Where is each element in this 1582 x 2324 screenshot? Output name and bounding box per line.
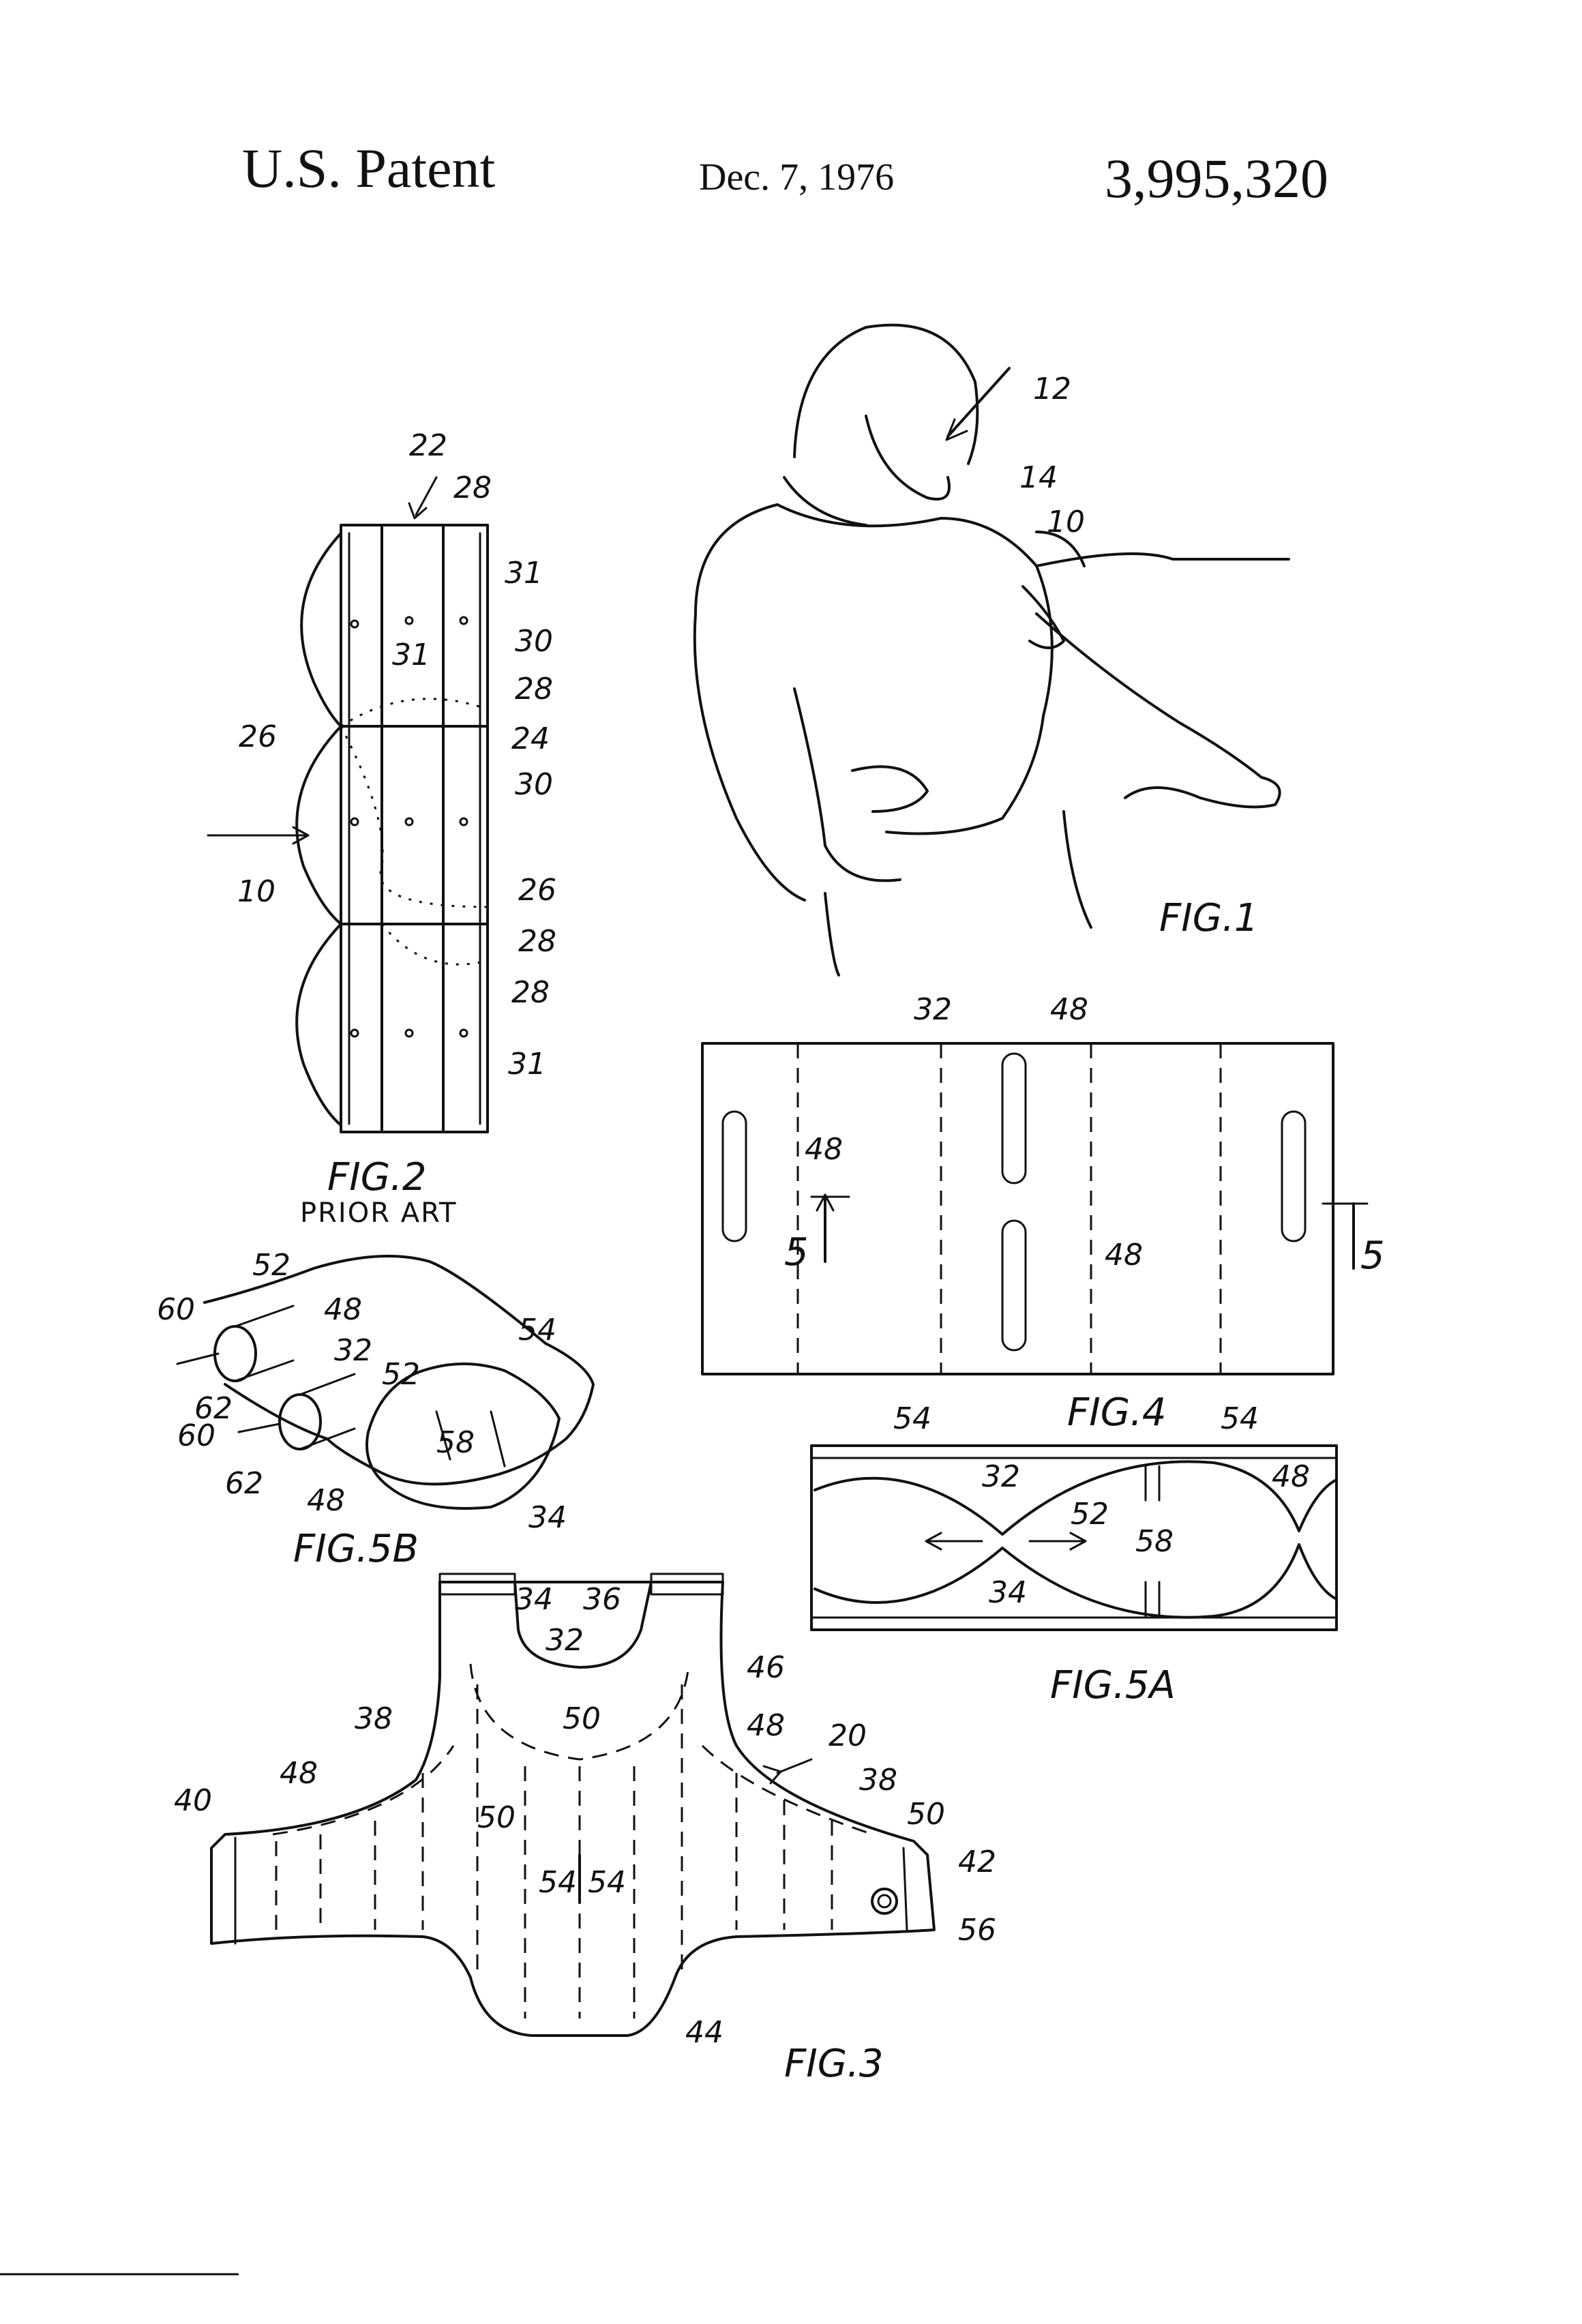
fig3-label: 48 <box>280 1756 318 1791</box>
fig3-caption: FIG.3 <box>784 2042 884 2086</box>
fig3-label: 40 <box>174 1783 212 1818</box>
fig5b-label: 62 <box>225 1466 263 1501</box>
fig1-caption: FIG.1 <box>1159 896 1259 940</box>
fig3-label: 38 <box>355 1701 393 1736</box>
fig3-label: 54 <box>588 1865 626 1900</box>
fig4-label: 5 <box>1360 1234 1385 1278</box>
fig2-subcaption: PRIOR ART <box>300 1197 457 1229</box>
fig5b-label: 52 <box>252 1248 290 1283</box>
fig5b-labels: 52 60 48 32 54 52 62 58 60 62 48 34 FIG.… <box>157 1248 567 1571</box>
fig2-label: 30 <box>515 624 553 659</box>
fig4-labels: 32 48 48 5 48 5 FIG.4 <box>784 992 1385 1435</box>
fig3-label: 42 <box>958 1845 996 1879</box>
fig5b-label: 54 <box>518 1313 556 1347</box>
fig5a-drawing <box>810 1444 1338 1631</box>
fig5a-label: 48 <box>1272 1459 1310 1494</box>
fig5a-label: 34 <box>989 1575 1027 1610</box>
fig5b-label: 60 <box>157 1292 195 1327</box>
fig1-label: 14 <box>1019 460 1058 495</box>
fig2-label: 26 <box>239 719 277 754</box>
fig3-label: 46 <box>747 1650 785 1685</box>
fig3-labels: 34 36 32 46 50 48 20 38 38 50 40 48 50 5… <box>174 1582 996 2086</box>
fig2-label: 10 <box>237 874 275 909</box>
fig5b-label: 62 <box>194 1391 233 1426</box>
fig2-label: 31 <box>392 638 430 672</box>
fig3-label: 48 <box>747 1708 785 1743</box>
fig2-label: 28 <box>518 924 556 959</box>
fig4-caption: FIG.4 <box>1067 1390 1167 1435</box>
fig2-labels: 22 28 31 31 30 28 26 24 30 10 26 28 28 3… <box>237 428 556 1229</box>
fig5b-label: 58 <box>436 1425 475 1460</box>
fig4-drawing <box>701 1042 1369 1375</box>
fig3-drawing <box>210 1573 936 2037</box>
fig5a-caption: FIG.5A <box>1050 1663 1176 1708</box>
fig2-label: 28 <box>515 672 553 706</box>
fig4-label: 48 <box>805 1132 843 1167</box>
fig1-drawing <box>693 323 1290 977</box>
fig5b-label: 34 <box>528 1500 567 1535</box>
header-date: Dec. 7, 1976 <box>699 156 895 198</box>
fig5b-label: 48 <box>324 1292 362 1327</box>
fig5a-label: 54 <box>1221 1401 1259 1436</box>
fig3-label: 54 <box>539 1865 577 1900</box>
fig2-label: 22 <box>409 428 447 463</box>
fig3-label: 32 <box>546 1623 584 1658</box>
patent-number: 3,995,320 <box>1105 147 1328 209</box>
fig3-label: 56 <box>958 1913 996 1948</box>
fig2-label: 31 <box>508 1047 546 1082</box>
fig2-label: 31 <box>505 556 543 591</box>
fig2-drawing <box>207 476 489 1133</box>
fig3-label: 50 <box>477 1800 516 1835</box>
fig5a-labels: 54 54 32 52 48 58 34 FIG.5A <box>893 1401 1310 1708</box>
fig3-label: 34 <box>515 1582 553 1617</box>
fig5a-label: 32 <box>982 1459 1020 1494</box>
fig5a-label: 52 <box>1071 1497 1109 1532</box>
fig5b-caption: FIG.5B <box>293 1527 419 1571</box>
fig4-label: 48 <box>1050 992 1088 1027</box>
fig3-label: 50 <box>907 1797 945 1832</box>
fig5b-drawing <box>176 1255 595 1510</box>
fig2-label: 28 <box>511 975 550 1010</box>
fig5a-label: 54 <box>893 1401 931 1436</box>
fig3-label: 36 <box>583 1582 621 1617</box>
fig4-label: 32 <box>914 992 952 1027</box>
fig5b-label: 52 <box>382 1357 420 1392</box>
fig3-label: 20 <box>829 1718 867 1753</box>
fig4-label: 5 <box>784 1230 809 1275</box>
fig2-caption: FIG.2 <box>327 1155 427 1200</box>
fig2-label: 26 <box>518 873 556 908</box>
fig5b-label: 60 <box>177 1418 215 1453</box>
fig2-label: 24 <box>511 721 550 756</box>
fig2-label: 30 <box>515 767 553 802</box>
fig4-label: 48 <box>1105 1238 1143 1272</box>
fig3-label: 44 <box>685 2015 723 2050</box>
fig2-label: 28 <box>453 471 492 505</box>
fig1-label: 10 <box>1047 505 1085 539</box>
fig5b-label: 48 <box>307 1483 345 1518</box>
fig5b-label: 32 <box>334 1333 372 1368</box>
fig1-labels: 12 14 10 FIG.1 <box>1019 372 1259 940</box>
header-left: U.S. Patent <box>242 137 496 199</box>
fig5a-label: 58 <box>1135 1524 1174 1559</box>
fig3-label: 50 <box>563 1701 601 1736</box>
fig1-label: 12 <box>1033 372 1071 406</box>
fig3-label: 38 <box>859 1763 897 1798</box>
